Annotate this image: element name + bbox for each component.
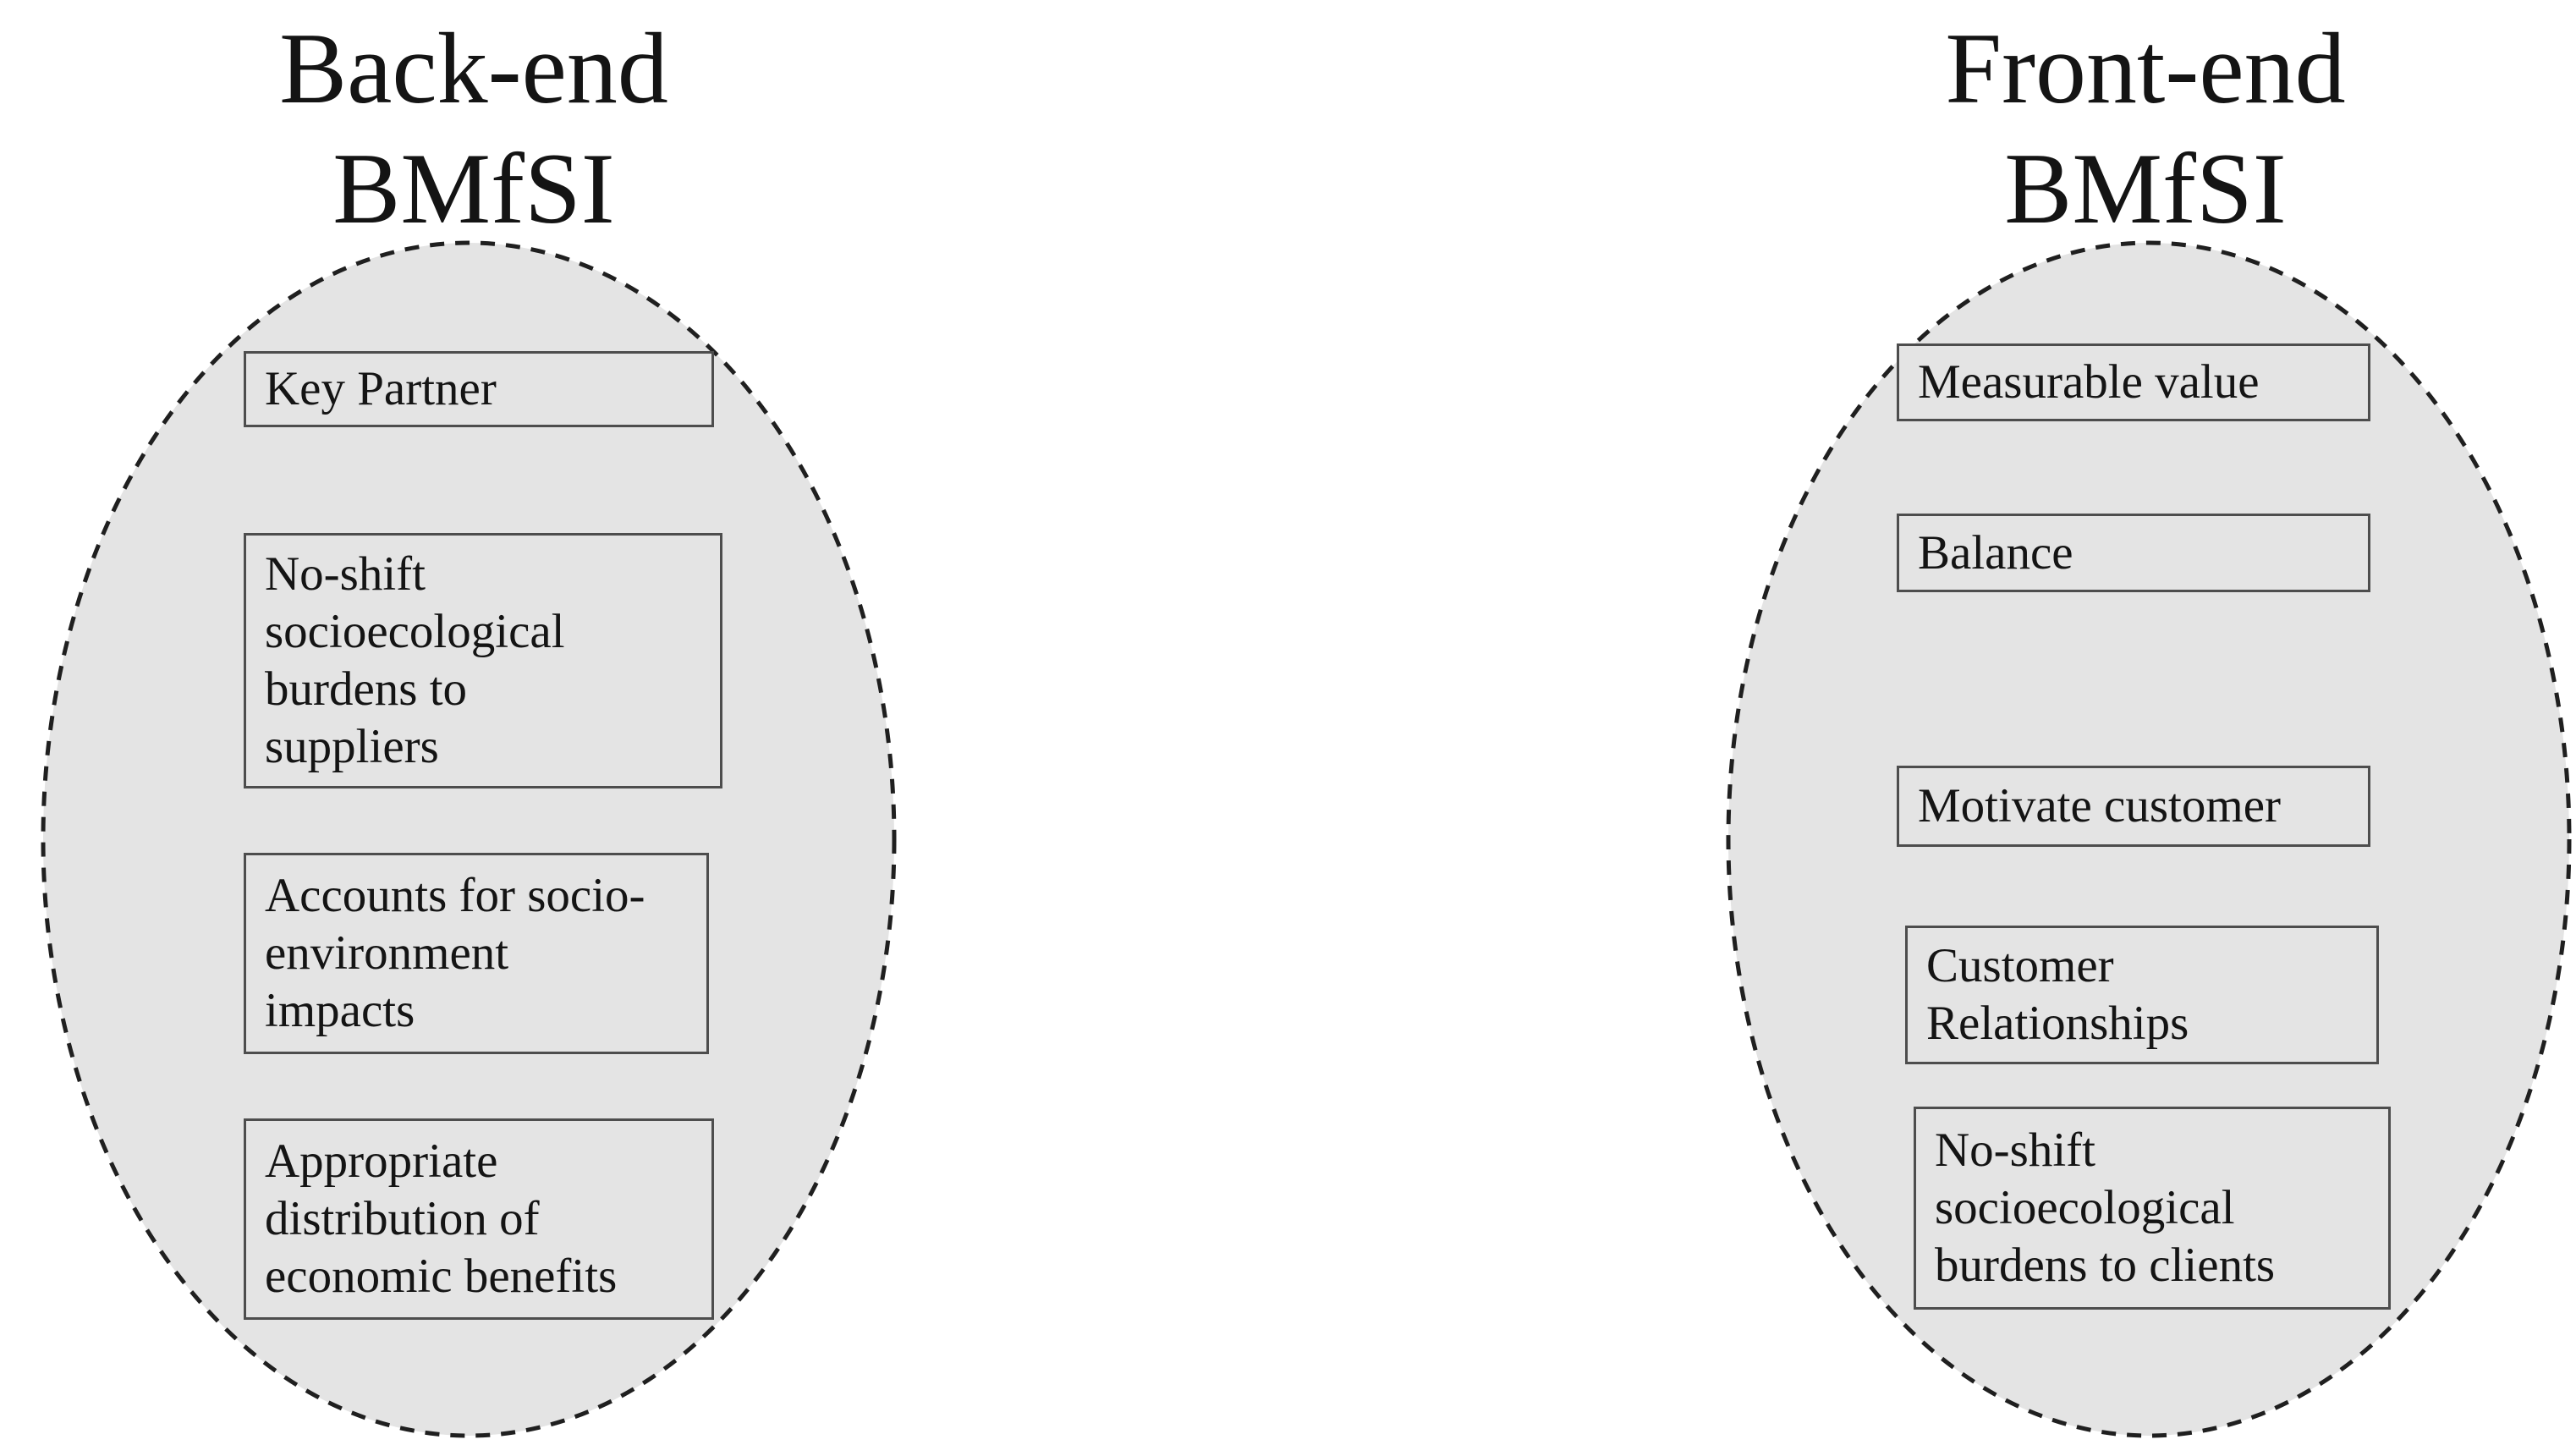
box-balance: Balance xyxy=(1897,514,2370,592)
front-end-title: Front-end BMfSI xyxy=(1945,12,2346,244)
box-customer-relationships: Customer Relationships xyxy=(1905,926,2379,1064)
box-key-partner: Key Partner xyxy=(244,351,714,427)
box-distribution-benefits: Appropriate distribution of economic ben… xyxy=(244,1118,714,1320)
box-accounts-impacts: Accounts for socio- environment impacts xyxy=(244,853,709,1054)
back-end-title: Back-end BMfSI xyxy=(279,12,668,244)
box-no-shift-suppliers: No-shift socioecological burdens to supp… xyxy=(244,533,722,788)
box-motivate-customer: Motivate customer xyxy=(1897,766,2370,847)
box-no-shift-clients: No-shift socioecological burdens to clie… xyxy=(1914,1107,2391,1310)
box-measurable-value: Measurable value xyxy=(1897,343,2370,421)
